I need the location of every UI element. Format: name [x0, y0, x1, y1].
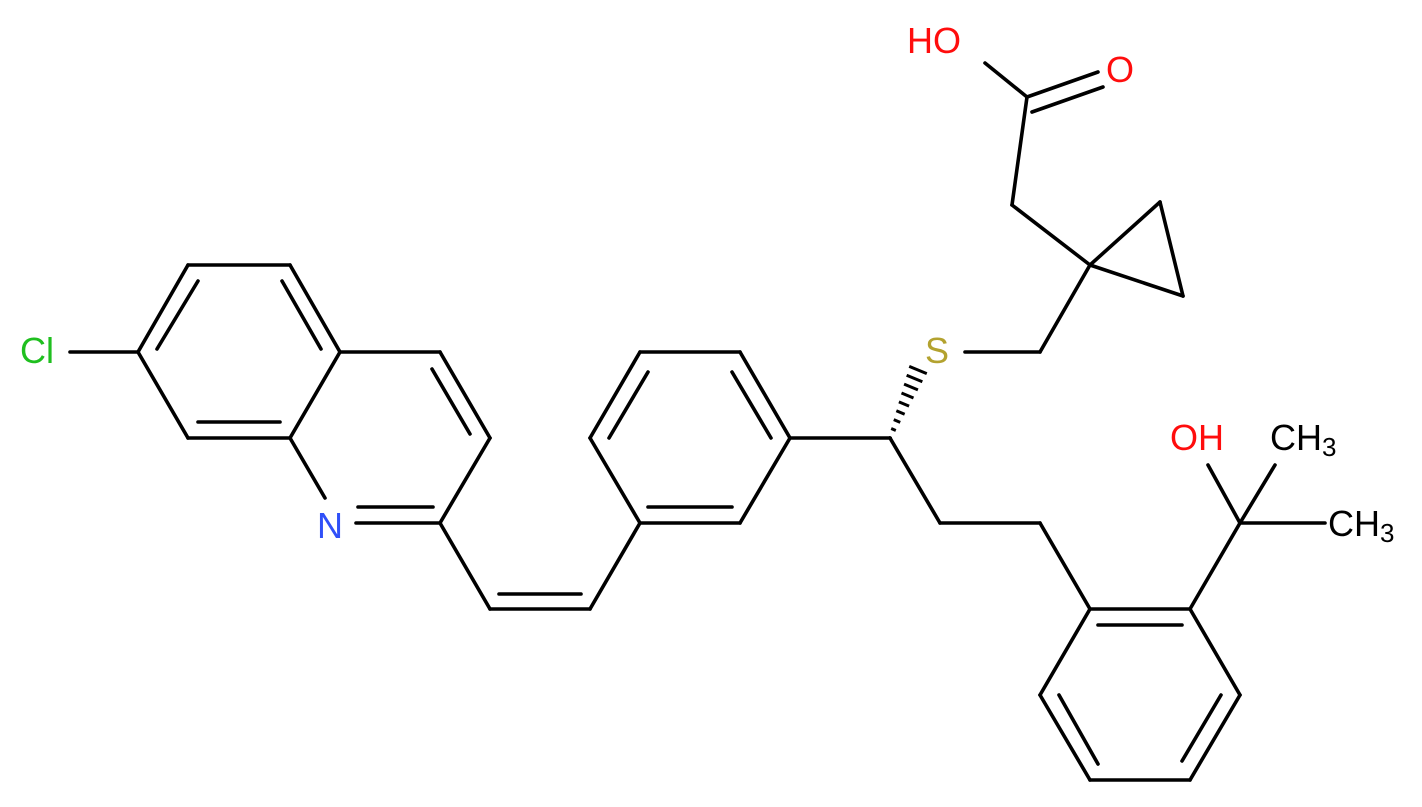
bond-lines — [68, 61, 1327, 782]
bond-line — [430, 367, 472, 436]
hashed-wedge-bond — [890, 427, 897, 432]
bond-line — [1038, 263, 1092, 354]
hashed-wedge-bond — [908, 364, 928, 376]
bond-line — [438, 521, 492, 611]
bond-line — [438, 436, 492, 525]
bond-line — [288, 263, 342, 354]
hashed-wedge-bond — [900, 391, 915, 400]
bond-line — [1038, 693, 1092, 782]
methyl-top-label: CH3 — [1270, 417, 1336, 462]
bond-line — [1206, 463, 1242, 525]
bond-line — [1188, 693, 1242, 782]
bond-line — [1188, 521, 1242, 611]
bond-line — [888, 436, 942, 525]
bond-line — [288, 436, 327, 500]
bond-line — [1038, 607, 1092, 697]
acid-hydroxyl-label: HO — [907, 20, 961, 61]
bond-line — [155, 279, 200, 351]
bond-line — [1180, 693, 1223, 763]
bond-line — [607, 370, 650, 440]
bond-line — [738, 436, 792, 525]
hashed-wedge-bond — [903, 382, 919, 392]
bond-line — [1030, 85, 1105, 114]
bond-line — [1238, 463, 1277, 525]
bond-line — [136, 350, 190, 440]
tertiary-hydroxyl-label: OH — [1170, 417, 1224, 458]
bond-line — [983, 61, 1029, 99]
bond-line — [1188, 607, 1242, 697]
bond-line — [1158, 200, 1185, 298]
bond-line — [730, 370, 773, 440]
hashed-wedge-bond — [906, 373, 923, 384]
bond-line — [588, 350, 642, 440]
bond-line — [280, 279, 323, 351]
bond-line — [1038, 521, 1092, 611]
bond-line — [588, 436, 642, 525]
bond-line — [1010, 203, 1092, 267]
bond-line — [1010, 95, 1029, 207]
hashed-wedge-bond — [898, 400, 910, 408]
bond-line — [1057, 693, 1100, 766]
bond-line — [738, 350, 792, 440]
bond-line — [1025, 70, 1100, 99]
bond-line — [588, 521, 642, 611]
hashed-wedge-bond — [895, 409, 906, 416]
methyl-bottom-label: CH3 — [1328, 503, 1394, 548]
bond-line — [136, 263, 190, 354]
bond-line — [438, 350, 492, 440]
bond-line — [1088, 200, 1162, 267]
sulfur-atom-label: S — [925, 330, 949, 371]
carbonyl-oxygen-label: O — [1106, 49, 1134, 90]
hashed-wedge-bond — [888, 436, 892, 440]
nitrogen-atom-label: N — [317, 505, 343, 546]
bond-line — [1088, 263, 1185, 298]
chlorine-atom-label: Cl — [20, 330, 54, 371]
hashed-wedge-bond — [893, 418, 901, 424]
bond-line — [288, 350, 342, 440]
